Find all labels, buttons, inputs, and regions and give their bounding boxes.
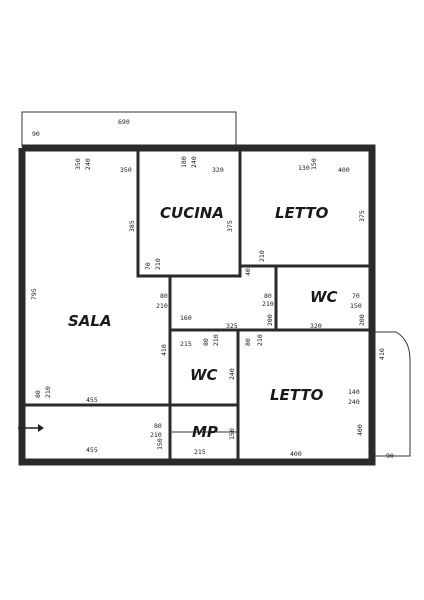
label-wc-right: WC — [310, 288, 338, 306]
dim-sala-bottom-w: 455 — [86, 396, 98, 404]
dim-cucina-door-h: 210 — [154, 258, 162, 270]
dim-sala-door-h: 210 — [44, 386, 52, 398]
dim-wc2-h: 240 — [228, 368, 236, 380]
dim-letto-door-h: 210 — [258, 250, 266, 262]
dim-letto-door2-h: 210 — [256, 334, 264, 346]
dim-letto-door-w: 40 — [244, 268, 252, 276]
dim-balc2-h: 410 — [378, 348, 386, 360]
dim-wc2-w: 215 — [180, 340, 192, 348]
dimension-labels: 690 90 350 240 350 180 240 320 130 150 4… — [30, 118, 394, 460]
dim-balcony-depth: 90 — [32, 130, 40, 138]
dim-letto-door2-w: 80 — [244, 338, 252, 346]
dim-hall-h: 160 — [180, 314, 192, 322]
label-wc-center: WC — [190, 366, 218, 384]
dim-letto-top-b: 150 — [310, 158, 318, 170]
dim-cucina-top-h: 240 — [190, 156, 198, 168]
dim-balcony-width: 690 — [118, 118, 130, 126]
dim-hall-door-w: 80 — [160, 292, 168, 300]
dim-sala-top-w: 350 — [74, 158, 82, 170]
dim-letto-right-h: 375 — [358, 210, 366, 222]
dim-cucina-h: 385 — [128, 220, 136, 232]
dim-mp-door-w: 80 — [154, 422, 162, 430]
dim-wc-w: 70 — [352, 292, 360, 300]
dim-letto-top-w: 400 — [338, 166, 350, 174]
entrance-arrow-icon — [18, 424, 44, 432]
dim-sala-top-h: 240 — [84, 158, 92, 170]
dim-hall-w: 325 — [226, 322, 238, 330]
dim-wc2-door-h: 210 — [212, 334, 220, 346]
dim-mp-h2: 150 — [228, 428, 236, 440]
dim-mp-door-h: 210 — [150, 431, 162, 439]
dim-wc-h2: 200 — [358, 314, 366, 326]
dim-wc-w2: 150 — [350, 302, 362, 310]
dim-sala-top-w2: 350 — [120, 166, 132, 174]
dim-cucina-door-w: 70 — [144, 262, 152, 270]
dim-sala-bottom-w2: 455 — [86, 446, 98, 454]
dim-sala-door-w: 80 — [34, 390, 42, 398]
label-letto-bottom: LETTO — [270, 386, 324, 404]
dim-letto-top-a: 130 — [298, 164, 310, 172]
label-mp: MP — [192, 423, 218, 441]
dim-mp-h: 150 — [156, 438, 164, 450]
interior-walls — [24, 150, 370, 462]
dim-wc-h: 200 — [266, 314, 274, 326]
dim-mp-w: 215 — [194, 448, 206, 456]
dim-wc2-side: 410 — [160, 344, 168, 356]
dim-letto2-bottom-w: 400 — [290, 450, 302, 458]
right-bay — [373, 331, 411, 457]
dim-letto2-w: 140 — [348, 388, 360, 396]
dim-balc2-w: 90 — [386, 452, 394, 460]
dim-hall-door-h: 210 — [156, 302, 168, 310]
dim-cucina-top-w2: 320 — [212, 166, 224, 174]
label-cucina: CUCINA — [160, 204, 224, 222]
dim-sala-height: 795 — [30, 288, 38, 300]
dim-cucina-top-w: 180 — [180, 156, 188, 168]
dim-letto2-h: 240 — [348, 398, 360, 406]
dim-wc2-door-w: 80 — [202, 338, 210, 346]
outer-walls — [18, 144, 376, 466]
label-sala: SALA — [68, 312, 112, 330]
dim-letto2-h2: 400 — [356, 424, 364, 436]
label-letto-top: LETTO — [275, 204, 329, 222]
dim-hall-door2-h: 210 — [262, 300, 274, 308]
dim-hall-door2-w: 80 — [264, 292, 272, 300]
dim-wc-bottom-w: 320 — [310, 322, 322, 330]
dim-cucina-h2: 375 — [226, 220, 234, 232]
